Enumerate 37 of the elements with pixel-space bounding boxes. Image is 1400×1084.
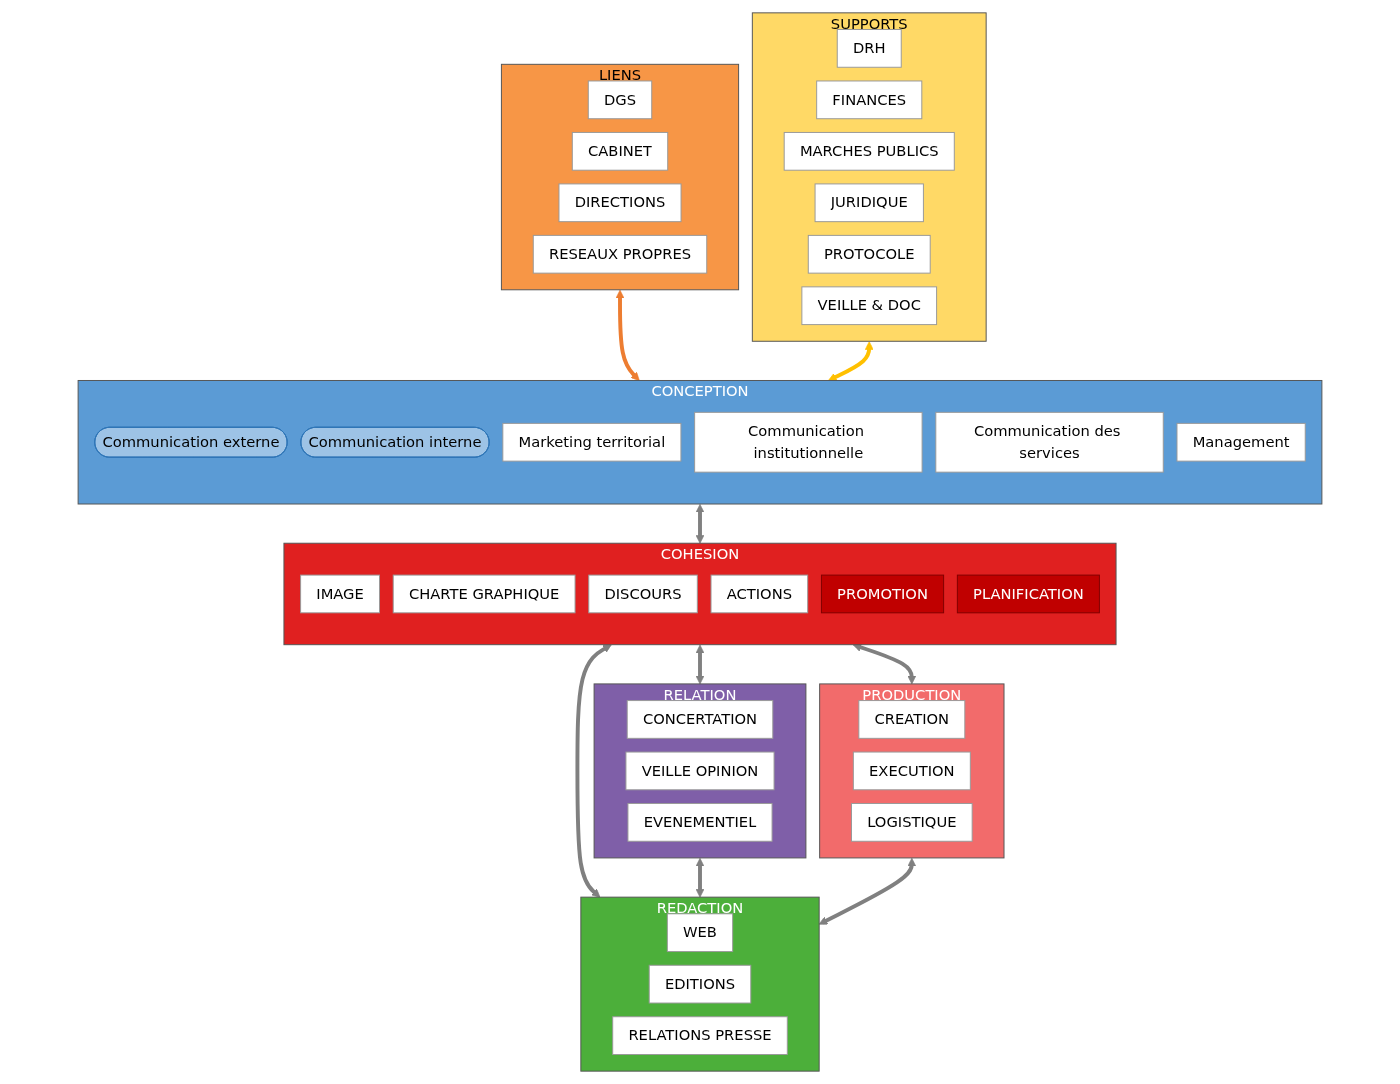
node-box: ACTIONS (710, 574, 809, 614)
arrow (852, 643, 917, 685)
node-box: CREATION (858, 700, 966, 739)
node-box: RELATIONS PRESSE (612, 1016, 788, 1055)
node-box: CONCERTATION (626, 700, 774, 739)
arrow (695, 857, 705, 898)
node-box: DIRECTIONS (558, 183, 682, 223)
node-box: Management (1176, 422, 1306, 462)
node-box: Communication institutionnelle (694, 411, 923, 473)
arrow (828, 341, 874, 381)
node-box: DISCOURS (588, 574, 698, 614)
node-box: Communication des services (935, 411, 1164, 473)
node-box: DRH (836, 29, 902, 68)
node-box: PROMOTION (820, 574, 945, 614)
node-box: WEB (666, 913, 734, 953)
node-box: FINANCES (816, 80, 923, 120)
node-box: RESEAUX PROPRES (532, 234, 708, 274)
node-box: EDITIONS (648, 964, 752, 1004)
node-box: MARCHES PUBLICS (783, 131, 955, 171)
node-box: CHARTE GRAPHIQUE (392, 574, 576, 614)
node-box: DGS (587, 80, 653, 120)
arrow (575, 644, 612, 898)
node-box: PROTOCOLE (807, 234, 931, 274)
arrow (615, 289, 640, 381)
node-box: IMAGE (300, 574, 380, 614)
node-box: VEILLE OPINION (625, 751, 775, 791)
node-box: EXECUTION (852, 751, 971, 791)
node-box: EVENEMENTIEL (627, 803, 773, 842)
node-box: LOGISTIQUE (851, 803, 973, 842)
node-box: VEILLE & DOC (801, 286, 938, 326)
arrow (695, 644, 705, 685)
node-box: PLANIFICATION (956, 574, 1100, 614)
arrow (695, 504, 705, 544)
node-box: JURIDIQUE (814, 183, 924, 223)
node-box: Marketing territorial (502, 422, 682, 462)
node-box: CABINET (571, 131, 669, 171)
arrow (818, 857, 917, 925)
